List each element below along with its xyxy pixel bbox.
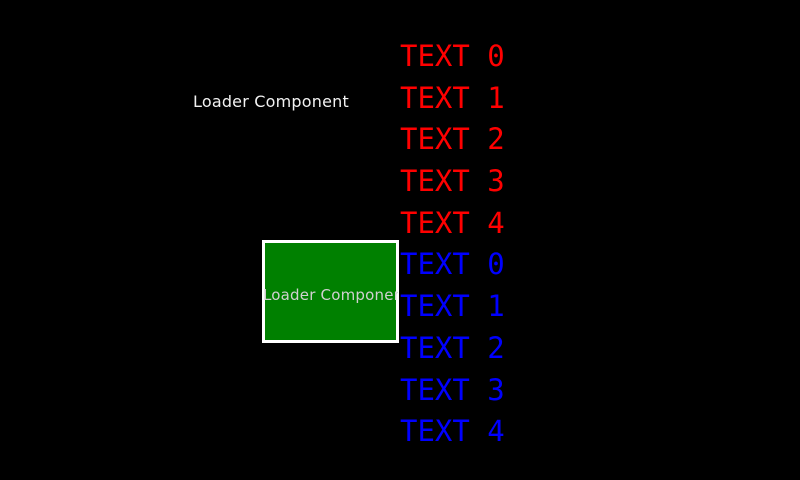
- loader-box-label: Loader Component: [263, 285, 398, 304]
- text-list-item: TEXT 4: [400, 205, 505, 240]
- text-list-item: TEXT 1: [400, 80, 505, 115]
- loader-component-label: Loader Component: [193, 92, 349, 111]
- text-list-item: TEXT 2: [400, 122, 505, 157]
- text-list-item: TEXT 4: [400, 414, 505, 449]
- text-list-item: TEXT 0: [400, 39, 505, 73]
- text-list-item: TEXT 0: [400, 247, 505, 282]
- loader-component-box: Loader Component: [262, 240, 399, 343]
- text-list-item: TEXT 3: [400, 372, 505, 407]
- text-list-item: TEXT 1: [400, 289, 505, 324]
- text-list: TEXT 0 TEXT 1 TEXT 2 TEXT 3 TEXT 4 TEXT …: [400, 36, 505, 453]
- text-list-item: TEXT 2: [400, 330, 505, 365]
- text-list-item: TEXT 3: [400, 164, 505, 199]
